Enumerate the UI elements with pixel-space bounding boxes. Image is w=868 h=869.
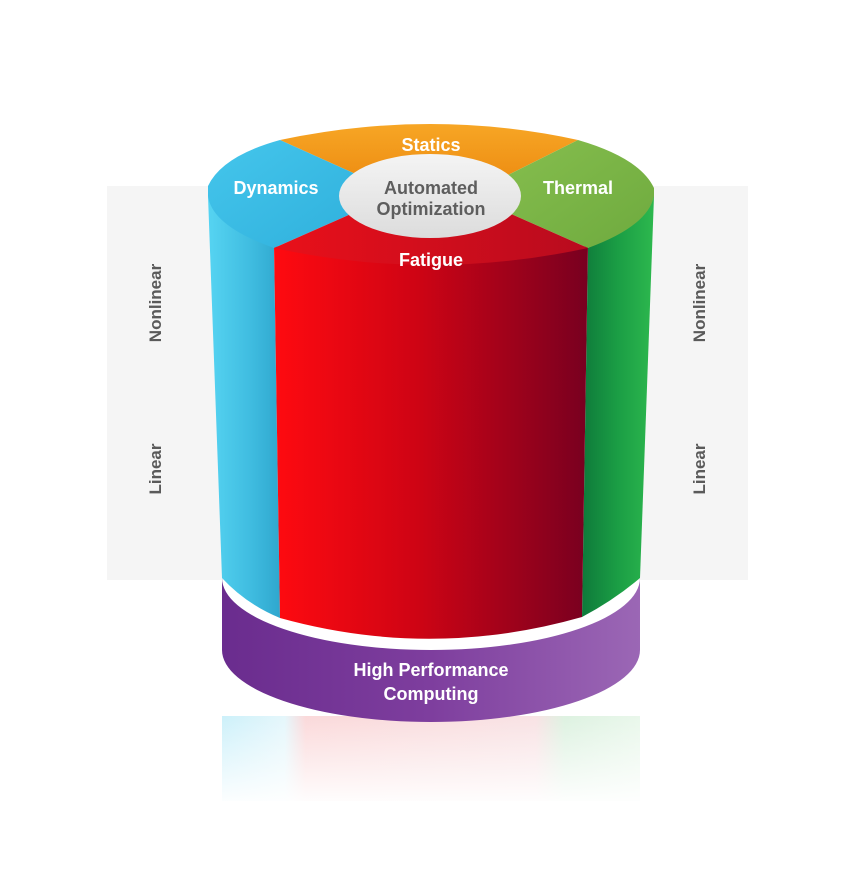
right-nonlinear-label: Nonlinear <box>690 263 709 342</box>
dynamics-segment <box>208 140 360 248</box>
thermal-segment <box>502 140 654 248</box>
dynamics-label: Dynamics <box>233 178 318 198</box>
center-label-line1: Automated <box>384 178 478 198</box>
left-linear-label: Linear <box>146 443 165 494</box>
dynamics-side-wall <box>208 196 280 618</box>
fatigue-front-face <box>274 246 588 639</box>
right-linear-label: Linear <box>690 443 709 494</box>
thermal-label: Thermal <box>543 178 613 198</box>
left-side-band <box>107 186 223 580</box>
base-reflection <box>218 712 644 807</box>
optimization-center <box>339 154 521 238</box>
base-label-line1: High Performance <box>353 660 508 680</box>
center-label-line2: Optimization <box>377 199 486 219</box>
base-cylinder <box>222 578 640 722</box>
thermal-side-wall <box>582 196 654 617</box>
left-nonlinear-label: Nonlinear <box>146 263 165 342</box>
base-label-line2: Computing <box>384 684 479 704</box>
fatigue-label: Fatigue <box>399 250 463 270</box>
statics-segment <box>280 124 578 176</box>
statics-label: Statics <box>401 135 460 155</box>
